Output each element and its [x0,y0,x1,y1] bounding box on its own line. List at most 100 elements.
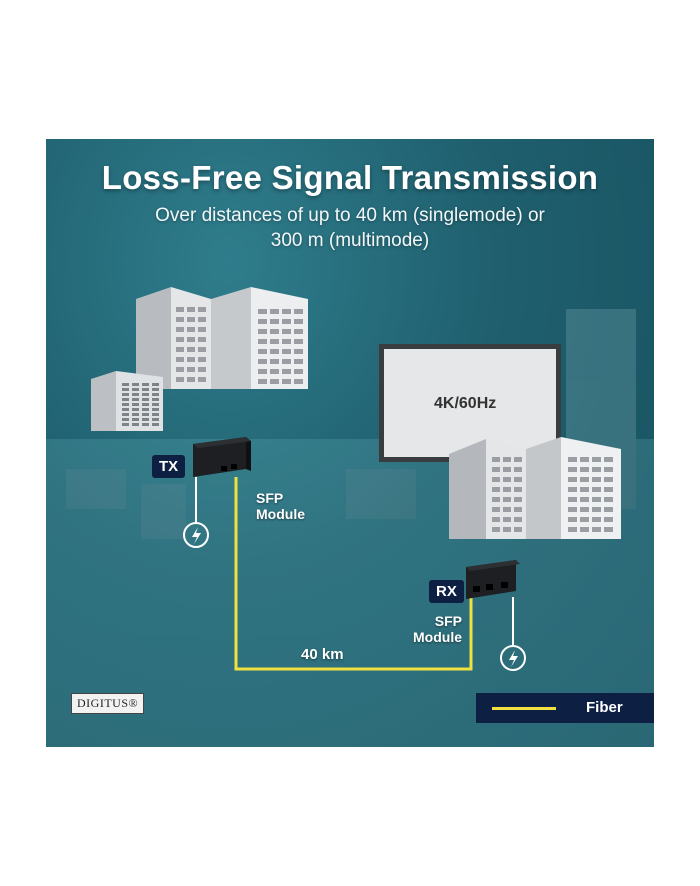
window [568,487,577,492]
window [142,388,149,391]
tx-tag: TX [152,455,186,478]
window [176,317,184,322]
window [152,398,159,401]
tx-module-label: SFP Module [256,490,305,522]
window [492,467,500,472]
window [568,527,577,532]
window [258,319,267,324]
window [282,369,291,374]
window [132,388,139,391]
window [282,319,291,324]
window [294,309,303,314]
window [258,309,267,314]
window [514,527,522,532]
legend-fiber-label: Fiber [586,699,623,716]
window [270,349,279,354]
power-icon [183,522,209,548]
power-icon [500,645,526,671]
building-icon [136,287,308,389]
window [580,527,589,532]
window [592,467,601,472]
window [132,413,139,416]
window [492,517,500,522]
window [503,477,511,482]
window [514,507,522,512]
window [152,418,159,421]
building-icon [449,437,621,539]
extender-icon [466,560,520,599]
server-rack-icon [91,371,163,431]
window [503,467,511,472]
window [198,307,206,312]
window [592,517,601,522]
window [176,377,184,382]
window [282,329,291,334]
window [592,457,601,462]
window [198,337,206,342]
window [492,487,500,492]
window [122,418,129,421]
legend: Fiber [476,693,654,723]
window [142,393,149,396]
window [568,477,577,482]
window [514,467,522,472]
window [142,418,149,421]
tx-module-line1: SFP [256,490,284,506]
window [270,329,279,334]
window [270,369,279,374]
rx-tag: RX [429,580,464,603]
window [604,467,613,472]
window [514,497,522,502]
window [176,357,184,362]
window [187,377,195,382]
window [142,423,149,426]
window [604,457,613,462]
window [270,319,279,324]
window [580,507,589,512]
window [258,359,267,364]
window [282,359,291,364]
window [514,477,522,482]
window [282,339,291,344]
window [580,457,589,462]
window [176,327,184,332]
window [132,408,139,411]
legend-fiber-swatch [492,707,556,710]
window [152,403,159,406]
window [514,487,522,492]
window [187,317,195,322]
window [198,367,206,372]
window [282,349,291,354]
window [514,457,522,462]
window [492,477,500,482]
window [568,517,577,522]
window [122,388,129,391]
subtitle-line2: 300 m (multimode) [270,230,430,251]
window [142,383,149,386]
display-resolution-label: 4K/60Hz [434,395,497,412]
window [258,329,267,334]
window [568,497,577,502]
window [122,398,129,401]
window [514,517,522,522]
window [568,467,577,472]
diagram-panel: Loss-Free Signal Transmission Over dista… [46,139,654,747]
window [282,309,291,314]
window [122,403,129,406]
window [580,467,589,472]
window [187,347,195,352]
window [580,487,589,492]
window [187,337,195,342]
window [604,507,613,512]
window [270,339,279,344]
window [592,487,601,492]
window [503,507,511,512]
window [176,347,184,352]
window [592,477,601,482]
distance-label: 40 km [301,646,344,663]
page-title: Loss-Free Signal Transmission [101,159,599,196]
window [152,408,159,411]
window [176,307,184,312]
window [122,423,129,426]
window [122,383,129,386]
